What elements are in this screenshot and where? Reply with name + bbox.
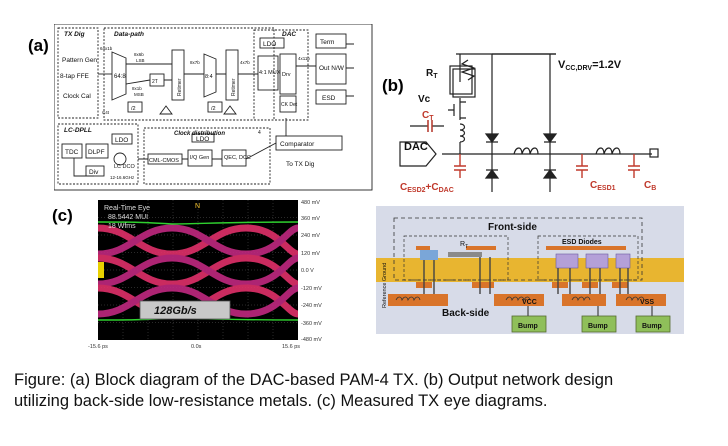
ylabel-1: 360 mV [301, 216, 320, 222]
label-dco-range: 12-16.6GHz [110, 175, 135, 180]
label-dac-ldo: LDO [263, 41, 276, 48]
label-clock-cal: Clock Cal [63, 93, 91, 100]
vc-label: Vc [418, 94, 431, 105]
label-lsb: LSB [136, 58, 145, 63]
vcc-drv-label: VCC,DRV=1.2V [558, 59, 622, 72]
label-lc-dco: LC DCO [114, 164, 136, 170]
panel-label-b: (b) [382, 76, 404, 95]
cross-rt-label: RT [460, 241, 468, 250]
ylabel-3: 120 mV [301, 251, 320, 257]
xlabel-0: -15.6 ps [88, 344, 108, 350]
label-comparator: Comparator [280, 141, 315, 148]
label-mux-8-4: 8:4 [205, 74, 213, 80]
label-drv: Drv [282, 72, 291, 78]
caption-line-1: Figure: (a) Block diagram of the DAC-bas… [14, 371, 614, 389]
label-mux-64-8: 64:8 [114, 74, 126, 80]
cb-label: CB [644, 180, 656, 192]
label-ck-det: CK Det [281, 102, 298, 108]
label-mux-41: 4:1 MUX [259, 70, 281, 76]
vcc-label: VCC [522, 299, 537, 306]
label-iq-gen: I/Q Gen [190, 155, 209, 161]
cesd2-cdac-label: CESD2+CDAC [400, 182, 454, 194]
output-network-b: VCC,DRV=1.2V RT Vc DAC CT CESD2+CDAC CES… [399, 53, 659, 194]
front-side-label: Front-side [488, 222, 537, 233]
label-msb: MSB [134, 92, 144, 97]
label-tx-dig: TX Dig [64, 31, 85, 38]
bump-label-2: Bump [588, 323, 608, 330]
label-w-8x6b: 8x6b [134, 52, 144, 57]
back-side-label: Back-side [442, 308, 490, 319]
eye-title: Real-Time Eye [104, 205, 150, 212]
label-div: Div [89, 169, 99, 176]
label-c4t: C4t [102, 110, 110, 115]
ylabel-6: -240 mV [301, 303, 322, 309]
label-lc-dpll: LC-DPLL [64, 127, 92, 134]
label-dpll-ldo: LDO [115, 137, 128, 144]
label-w-4x7b: 4x7b [240, 60, 250, 65]
label-term: Term [320, 39, 334, 46]
label-thermo: 2T [152, 79, 158, 85]
label-retimer-2: Retimer [231, 78, 237, 96]
label-ffe: 8-tap FFE [60, 73, 90, 80]
label-out-nw: Out N/W [319, 65, 345, 72]
vss-label: VSS [640, 299, 654, 306]
label-esd: ESD [322, 95, 336, 102]
label-qec-dcc: QEC, DCC [224, 155, 251, 161]
label-pattern-gen: Pattern Gen [62, 57, 97, 64]
label-tdc: TDC [65, 149, 79, 156]
label-retimer-1: Retimer [177, 78, 183, 96]
eye-mui: 88.5442 MUI [108, 214, 148, 221]
rt-label: RT [426, 68, 438, 80]
bump-label-1: Bump [518, 323, 538, 330]
label-w-4x11b: 4x11b [298, 56, 310, 61]
eye-diagram-c: N Real-Time Eye 88.5442 MUI 18 Wfms 128G… [88, 200, 322, 350]
cross-section-c: Front-side Back-side RT ESD Diodes Refer… [376, 206, 684, 334]
figure-caption: Figure: (a) Block diagram of the DAC-bas… [14, 370, 714, 412]
ylabel-8: -480 mV [301, 337, 322, 343]
xlabel-1: 0.0s [191, 344, 202, 350]
cesd1-label: CESD1 [590, 180, 616, 192]
label-w-8x7b: 8x7b [190, 60, 200, 65]
ylabel-2: 240 mV [301, 233, 320, 239]
ylabel-7: -360 mV [301, 321, 322, 327]
eye-rate: 128Gb/s [154, 305, 197, 317]
label-ck4: 4 [258, 130, 261, 136]
label-clock-dist: Clock distribution [174, 131, 225, 137]
xlabel-2: 15.6 ps [282, 344, 300, 350]
label-data-path: Data-path [114, 31, 144, 38]
ylabel-4: 0.0 V [301, 268, 314, 274]
panel-label-a: (a) [28, 36, 49, 55]
dac-label: DAC [404, 141, 428, 153]
ylabel-0: 480 mV [301, 200, 320, 206]
panel-label-c: (c) [52, 206, 73, 225]
esd-diodes-label: ESD Diodes [562, 239, 602, 246]
bump-label-3: Bump [642, 323, 662, 330]
eye-top-marker: N [195, 203, 200, 210]
ylabel-5: -120 mV [301, 286, 322, 292]
ct-label: CT [422, 110, 434, 122]
ref-ground-label: Reference Ground [382, 263, 388, 308]
label-dlpf: DLPF [88, 149, 105, 156]
eye-wfms: 18 Wfms [108, 223, 136, 230]
label-clock-ldo: LDO [196, 136, 209, 143]
label-cml-cmos: CML-CMOS [149, 158, 179, 164]
block-diagram-a: TX Dig Pattern Gen 8-tap FFE Clock Cal D… [54, 24, 373, 191]
caption-line-2: utilizing back-side low-resistance metal… [14, 392, 548, 410]
label-div2-b: /2 [211, 106, 216, 112]
label-w-8x1b: 8x1b [132, 86, 142, 91]
label-to-tx-dig: To TX Dig [286, 161, 315, 168]
label-w-in: 64x1b [100, 46, 113, 51]
label-div2-a: /2 [131, 106, 136, 112]
label-dac: DAC [282, 31, 296, 38]
